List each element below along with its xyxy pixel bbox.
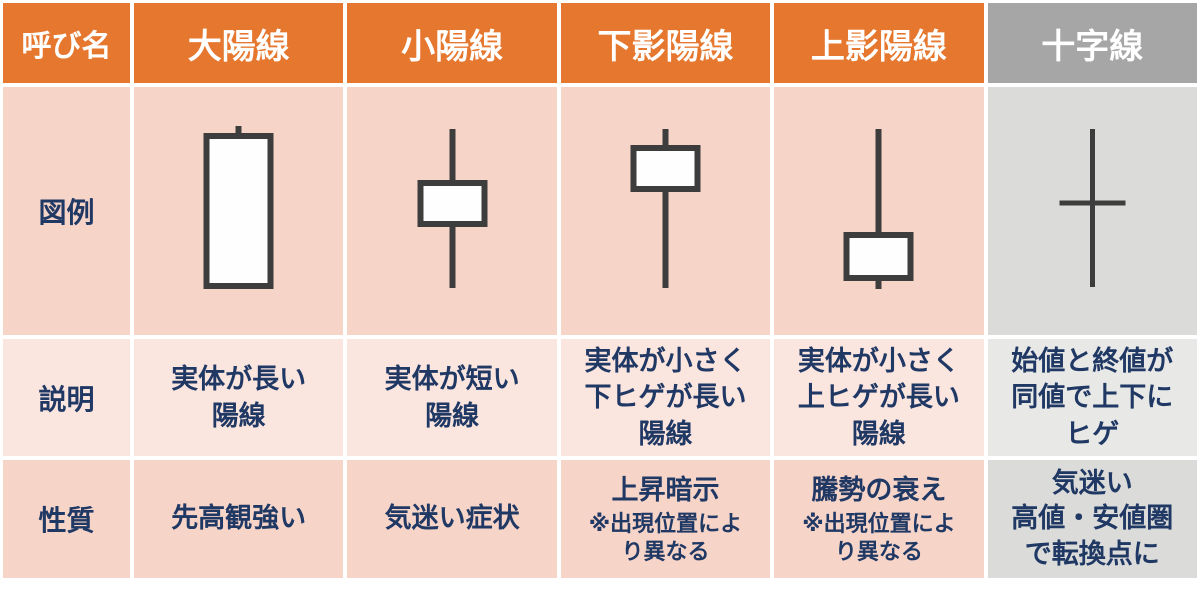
nature-main-text: 上昇暗示 bbox=[611, 474, 720, 505]
description-daiyousen: 実体が長い 陽線 bbox=[134, 339, 344, 456]
nature-note-text: ※出現位置によ り異なる bbox=[588, 511, 743, 564]
description-uwakage: 実体が小さく 上ヒゲが長い 陽線 bbox=[774, 339, 984, 456]
nature-main-text: 騰勢の衰え bbox=[811, 474, 947, 505]
figure-cell-shitakage bbox=[560, 87, 771, 335]
candlestick-uwakage-icon bbox=[843, 129, 914, 289]
candlestick-shouyousen-icon bbox=[417, 129, 488, 288]
nature-uwakage: 騰勢の衰え ※出現位置によ り異なる bbox=[774, 460, 984, 578]
nature-main-text: 気迷い 高値・安値圏 で転換点に bbox=[1011, 468, 1174, 569]
nature-juujisen: 気迷い 高値・安値圏 で転換点に bbox=[987, 460, 1197, 578]
description-shitakage: 実体が小さく 下ヒゲが長い 陽線 bbox=[560, 339, 771, 456]
header-juujisen: 十字線 bbox=[987, 3, 1197, 83]
nature-main-text: 先高観強い bbox=[171, 503, 307, 534]
header-name-label: 呼び名 bbox=[3, 3, 130, 83]
row-label-description: 説明 bbox=[3, 339, 130, 456]
figure-cell-juujisen bbox=[987, 87, 1197, 335]
candlestick-shitakage-icon bbox=[630, 129, 701, 288]
row-label-nature: 性質 bbox=[3, 460, 130, 578]
nature-main-text: 気迷い症状 bbox=[384, 503, 520, 534]
header-shouyousen: 小陽線 bbox=[347, 3, 557, 83]
candlestick-cross-icon bbox=[1059, 129, 1126, 287]
header-uwakage-yousen: 上影陽線 bbox=[774, 3, 984, 83]
figure-cell-shouyousen bbox=[347, 87, 557, 335]
header-daiyousen: 大陽線 bbox=[134, 3, 344, 83]
description-shouyousen: 実体が短い 陽線 bbox=[347, 339, 557, 456]
nature-shouyousen: 気迷い症状 bbox=[347, 460, 557, 578]
figure-cell-uwakage bbox=[774, 87, 984, 335]
nature-shitakage: 上昇暗示 ※出現位置によ り異なる bbox=[560, 460, 771, 578]
candlestick-daiyousen-icon bbox=[203, 126, 274, 289]
header-shitakage-yousen: 下影陽線 bbox=[560, 3, 771, 83]
nature-daiyousen: 先高観強い bbox=[134, 460, 344, 578]
nature-note-text: ※出現位置によ り異なる bbox=[802, 511, 956, 564]
description-juujisen: 始値と終値が 同値で上下に ヒゲ bbox=[987, 339, 1197, 456]
figure-cell-daiyousen bbox=[134, 87, 344, 335]
row-label-figure: 図例 bbox=[3, 87, 130, 335]
